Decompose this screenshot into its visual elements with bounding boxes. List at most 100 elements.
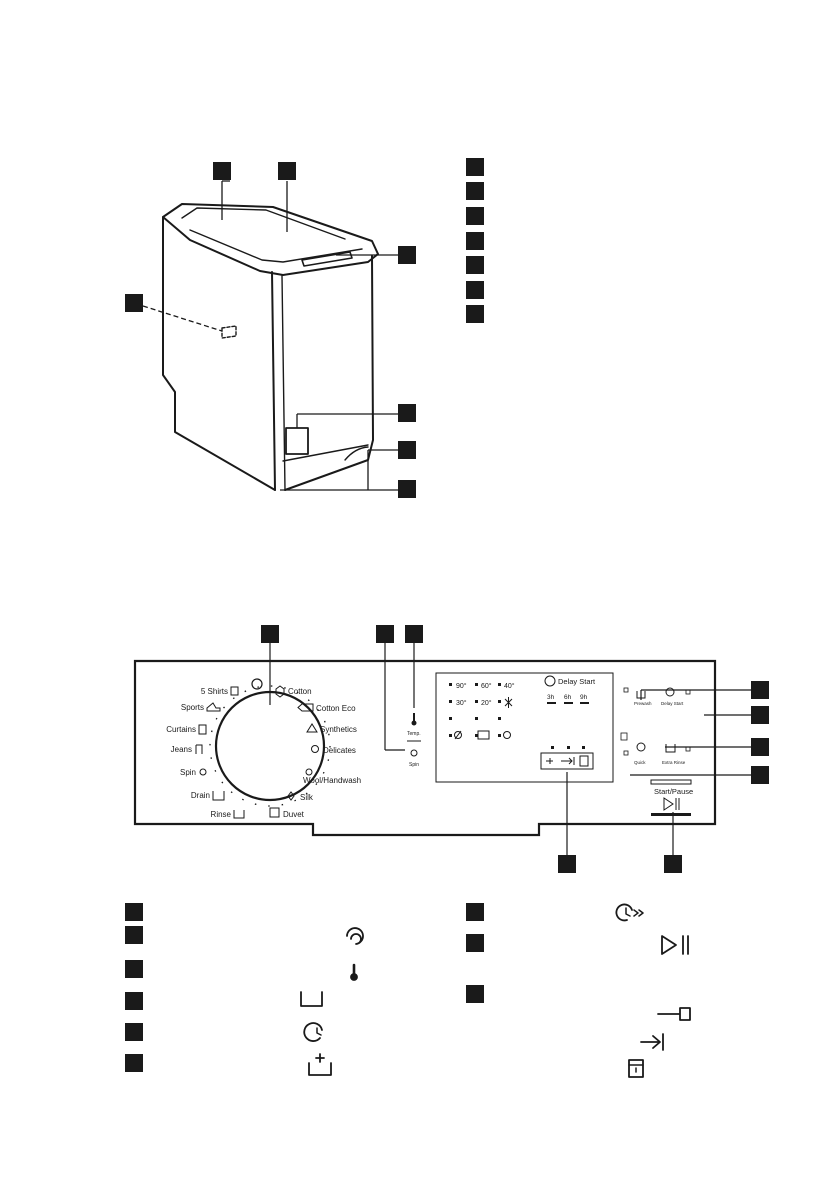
legend-box-6 [466, 281, 484, 299]
panel-callouts-top [261, 625, 769, 873]
panel-callout-8 [558, 855, 576, 873]
temp-20: 20° [481, 699, 492, 707]
temp-40: 40° [504, 682, 515, 690]
curtains-icon [198, 724, 207, 735]
delay-9h: 9h [580, 694, 588, 701]
legend-box-5 [466, 256, 484, 274]
door-lock-display-icon [579, 755, 589, 767]
lock-leds [551, 746, 585, 749]
program-wool-handwash: Wool/Handwash [303, 776, 361, 785]
option-buttons[interactable]: Prewash Delay Start Quick Extra Rinse St… [620, 687, 693, 816]
legend-box-1 [466, 158, 484, 176]
delicates-icon [311, 745, 319, 753]
callout-2 [278, 162, 296, 180]
night-cycle-icon [503, 731, 511, 739]
delay-6h: 6h [564, 694, 572, 701]
program-spin: Spin [180, 768, 196, 777]
arrow-to-bar-icon [640, 1033, 664, 1051]
callout-3 [398, 246, 416, 264]
program-silk: Silk [300, 793, 314, 802]
program-dial[interactable] [209, 678, 331, 807]
temp-60: 60° [481, 682, 492, 690]
quick-button-icon [636, 742, 646, 752]
silk-icon [287, 791, 295, 801]
extra-rinse-button[interactable]: Extra Rinse [662, 760, 686, 765]
delay-options: 3h 6h 9h [547, 694, 588, 701]
rinse-icon [233, 810, 245, 819]
legend-box-4 [466, 232, 484, 250]
cotton-icon [275, 685, 285, 698]
panel-callout-3 [405, 625, 423, 643]
spin-speed-icons [454, 730, 511, 740]
extra-rinse-icon [308, 1053, 332, 1076]
top-lid [162, 203, 379, 276]
machine-leader-lines [142, 180, 398, 491]
panel-leader-lines [269, 643, 751, 855]
delay-start-title: Delay Start [558, 677, 596, 686]
callout-5 [398, 404, 416, 422]
machine-legend [466, 158, 484, 323]
washing-machine-illustration [162, 203, 379, 491]
delay-3h: 3h [547, 694, 555, 701]
panel-legend-boxes [125, 903, 484, 1072]
program-curtains: Curtains [166, 725, 196, 734]
synthetics-icon [306, 723, 318, 733]
jeans-icon [195, 744, 203, 754]
panel-callout-6 [751, 738, 769, 756]
legend-box-3 [466, 207, 484, 225]
side-face-left [162, 216, 276, 491]
callout-1 [213, 162, 231, 180]
program-cotton: Cotton [288, 687, 312, 696]
key-display-icon [546, 758, 553, 764]
lock-bracket [540, 752, 594, 770]
temp-90: 90° [456, 682, 467, 690]
panel-callout-9 [664, 855, 682, 873]
program-labels-left: 5 Shirts Sports Curtains Jeans Spin Drai… [166, 687, 231, 819]
program-icons-left [195, 686, 245, 819]
delay-start-button[interactable]: Delay Start [661, 701, 684, 706]
display-area: 90° 60° 40° 30° 20° Delay Start 3h 6h 9h [435, 672, 614, 783]
legend-box-7 [466, 305, 484, 323]
program-duvet: Duvet [283, 810, 305, 819]
legend-box-2 [466, 182, 484, 200]
program-delicates: Delicates [323, 746, 356, 755]
temp-30: 30° [456, 699, 467, 707]
drain-icon [212, 791, 225, 801]
filter-door [285, 427, 309, 455]
dial-knob [214, 690, 326, 802]
temp-label: Temp. [407, 731, 421, 737]
power-indicator-icon [251, 678, 263, 690]
prewash-button[interactable]: Prewash [634, 701, 652, 706]
start-pause-button-icon [663, 797, 680, 811]
callout-6 [398, 441, 416, 459]
quick-icon [615, 903, 633, 922]
panel-legend-icons [300, 903, 691, 1078]
delay-start-display-icon [544, 675, 556, 687]
wool-icon [305, 768, 313, 776]
extra-rinse-button-icon [665, 744, 676, 753]
program-5-shirts: 5 Shirts [201, 687, 228, 696]
spin-indicator-icon [410, 749, 418, 757]
spin-icon [346, 927, 364, 945]
program-cotton-eco: Cotton Eco [316, 704, 356, 713]
door-lock-icon [628, 1059, 644, 1078]
rinse-hold-icon [477, 730, 490, 740]
temp-values: 90° 60° 40° 30° 20° [456, 682, 515, 707]
sports-shoe-icon [206, 702, 221, 712]
panel-callout-5 [751, 706, 769, 724]
spin-program-icon [199, 768, 207, 776]
quick-button[interactable]: Quick [634, 760, 646, 765]
duvet-icon [269, 807, 280, 818]
callout-7 [398, 480, 416, 498]
start-pause-icon [661, 935, 689, 955]
no-spin-icon [454, 731, 462, 739]
delay-bars [547, 702, 589, 704]
panel-callout-2 [376, 625, 394, 643]
prewash-icon [300, 991, 323, 1007]
delay-start-icon [303, 1022, 323, 1042]
program-sports: Sports [181, 703, 204, 712]
machine-callouts [125, 162, 416, 498]
start-pause-button[interactable]: Start/Pause [654, 787, 693, 796]
lid-handle [301, 251, 353, 267]
program-icons-right [269, 685, 319, 818]
